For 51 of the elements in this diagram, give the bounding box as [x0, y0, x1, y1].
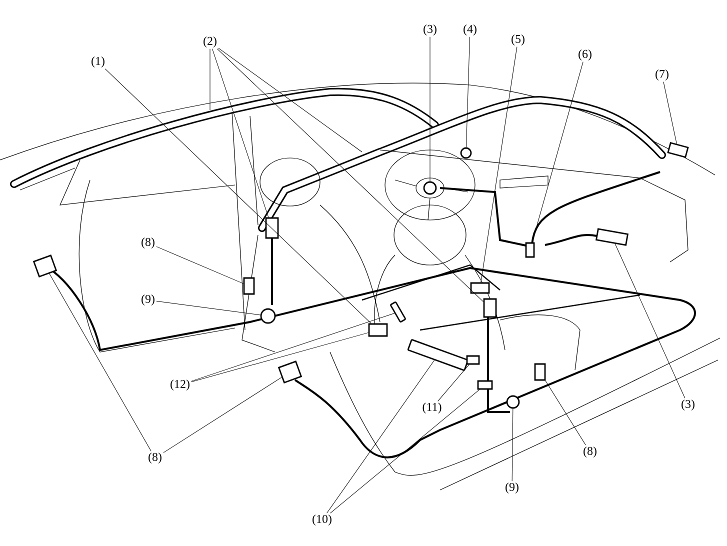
leader-line	[545, 380, 586, 446]
round-component	[460, 147, 472, 159]
round-component	[260, 308, 276, 324]
leader-line	[512, 408, 514, 482]
long-component	[390, 302, 406, 322]
leader-line	[330, 389, 480, 514]
leader-line	[163, 377, 282, 453]
leader-line	[326, 360, 435, 514]
leader-line	[216, 48, 484, 302]
callout-number: (11)	[421, 401, 443, 415]
callout-number: (2)	[202, 35, 218, 49]
callout-number: (10)	[310, 513, 334, 527]
component-block	[477, 380, 493, 390]
callout-number: (3)	[680, 398, 696, 412]
component-block	[265, 217, 279, 239]
leader-line	[49, 273, 152, 452]
component-block	[368, 323, 388, 337]
leader-line	[614, 244, 686, 398]
leader-line	[532, 62, 584, 243]
callout-number: (8)	[582, 445, 598, 459]
callout-number: (9)	[140, 293, 156, 307]
component-block	[466, 355, 480, 365]
leader-line	[212, 48, 269, 218]
long-component	[408, 339, 468, 371]
leader-line	[480, 46, 518, 283]
leader-line	[663, 82, 677, 144]
callout-number: (1)	[90, 55, 106, 69]
component-block	[525, 242, 535, 258]
callout-number: (5)	[510, 33, 526, 47]
leader-line	[156, 246, 244, 284]
callout-number: (9)	[504, 481, 520, 495]
leader-line	[191, 312, 395, 382]
callout-number: (7)	[654, 68, 670, 82]
callout-number: (8)	[146, 451, 164, 465]
leader-line	[218, 48, 362, 152]
leader-line	[466, 36, 470, 148]
leader-line	[438, 364, 470, 402]
leader-line	[191, 332, 369, 382]
component-block	[483, 298, 497, 318]
component-block	[534, 363, 546, 381]
callout-number: (12)	[168, 378, 192, 392]
callout-number: (4)	[462, 23, 478, 37]
component-block	[470, 282, 490, 294]
callout-number: (3)	[422, 23, 438, 37]
component-block	[243, 277, 255, 295]
leader-line	[156, 300, 261, 316]
callout-number: (8)	[140, 236, 156, 250]
callout-number: (6)	[576, 48, 594, 62]
leader-line	[104, 68, 372, 324]
round-component	[506, 395, 520, 409]
round-component	[423, 181, 437, 195]
